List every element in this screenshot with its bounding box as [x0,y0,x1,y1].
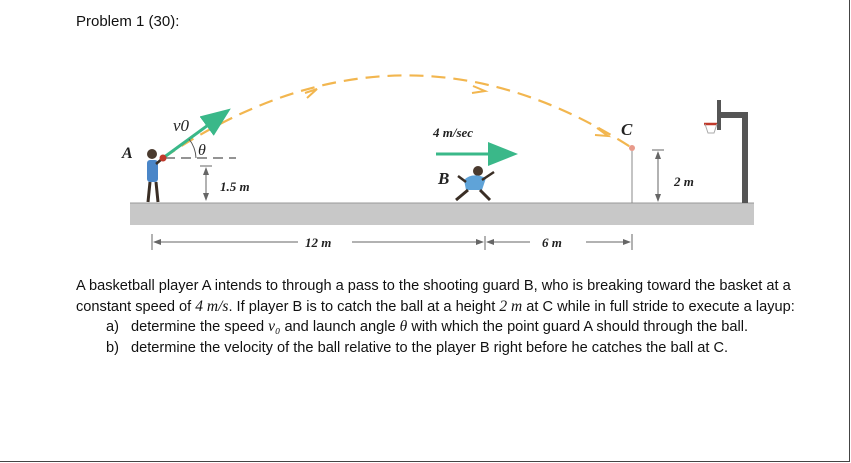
label-speed: 4 m/sec [432,125,473,140]
trajectory-arrow-3 [594,127,612,138]
label-a: A [121,145,133,162]
basketball-hoop [704,100,748,203]
point-c [629,145,635,151]
label-b: B [437,169,449,188]
label-height-c: 2 m [673,174,694,189]
ball-trajectory [162,74,633,159]
trajectory-arrow-1 [304,88,318,99]
part-a: a)determine the speed v₀ and launch angl… [106,318,749,335]
player-b-figure [455,166,495,202]
player-a-figure [146,149,167,203]
label-height-a: 1.5 m [220,179,250,194]
label-c: C [621,120,633,139]
label-theta: θ [198,142,206,159]
label-dist-6m: 6 m [542,235,562,250]
trajectory-arrow-2 [471,85,489,94]
intro-paragraph: A basketball player A intends to through… [76,278,795,315]
problem-statement: A basketball player A intends to through… [76,276,816,358]
problem-title: Problem 1 (30): [76,13,180,30]
label-v0: v0 [173,116,190,135]
v0-vector [162,108,231,160]
label-dist-12m: 12 m [305,235,331,250]
part-b: b)determine the velocity of the ball rel… [106,339,729,356]
ground [130,203,754,225]
angle-arc [188,138,197,159]
question-parts: a)determine the speed v₀ and launch angl… [76,317,816,358]
projectile-diagram: A v0 θ 1.5 m 4 m/sec B C 2 m 12 m 6 m [121,74,754,250]
